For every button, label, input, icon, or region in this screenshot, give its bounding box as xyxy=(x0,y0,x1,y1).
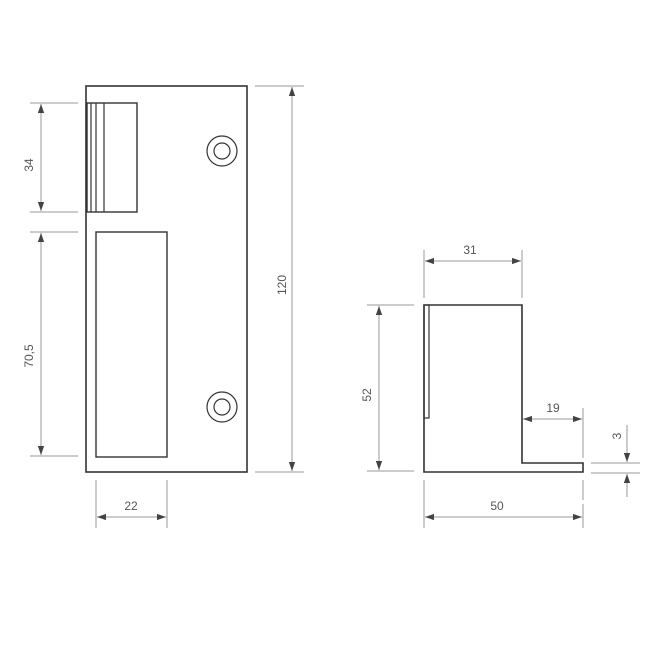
dimension-window-width: 22 xyxy=(95,480,168,528)
dimension-total-width: 50 xyxy=(423,480,584,528)
screw-hole-bottom-icon xyxy=(206,391,238,423)
label-3: 3 xyxy=(610,432,624,439)
profile-outline xyxy=(423,304,584,473)
side-view: 31 52 19 3 50 xyxy=(360,243,640,528)
dimension-latch-height: 34 xyxy=(22,102,78,213)
label-120: 120 xyxy=(275,275,289,295)
strike-plate-outline xyxy=(85,85,248,473)
lower-window xyxy=(95,231,168,458)
label-50: 50 xyxy=(490,499,504,513)
dimension-foot-length: 19 xyxy=(523,401,584,500)
label-31: 31 xyxy=(463,243,477,257)
screw-hole-top-icon xyxy=(206,135,238,167)
label-22: 22 xyxy=(124,499,138,513)
label-52: 52 xyxy=(360,388,374,402)
dimension-height: 52 xyxy=(360,304,414,472)
dimension-top-width: 31 xyxy=(423,243,523,298)
front-view: 34 70,5 120 22 xyxy=(22,85,304,528)
label-19: 19 xyxy=(546,401,560,415)
dimension-total-height: 120 xyxy=(255,85,304,473)
dimension-window-height: 70,5 xyxy=(22,231,78,457)
label-70-5: 70,5 xyxy=(22,344,36,368)
label-34: 34 xyxy=(22,158,36,172)
inner-strip xyxy=(423,304,430,419)
latch-housing xyxy=(86,102,138,213)
dimension-thickness: 3 xyxy=(591,425,640,497)
